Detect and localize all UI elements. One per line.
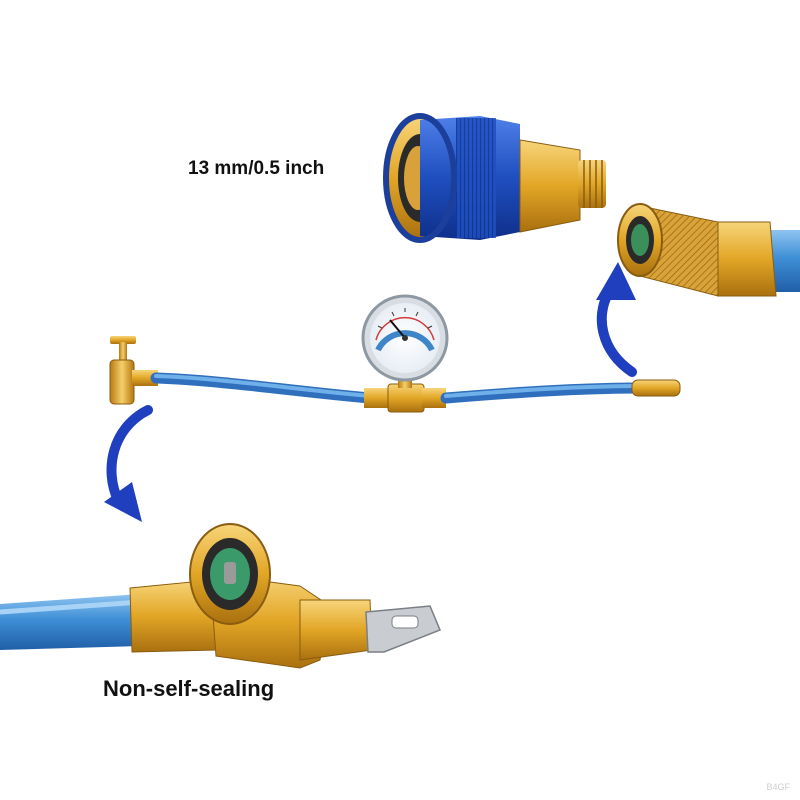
watermark: B4GF: [766, 782, 790, 792]
brass-hose-fitting: [617, 203, 800, 297]
charging-hose-assembly: [109, 294, 681, 413]
arrow-down-icon: [104, 405, 153, 522]
fitting-size-label: 13 mm/0.5 inch: [188, 158, 325, 179]
valve-type-label: Non-self-sealing: [103, 676, 275, 701]
arrow-up-icon: [596, 262, 637, 377]
can-tap-valve: [0, 523, 441, 669]
blue-quick-coupler: [383, 113, 606, 243]
